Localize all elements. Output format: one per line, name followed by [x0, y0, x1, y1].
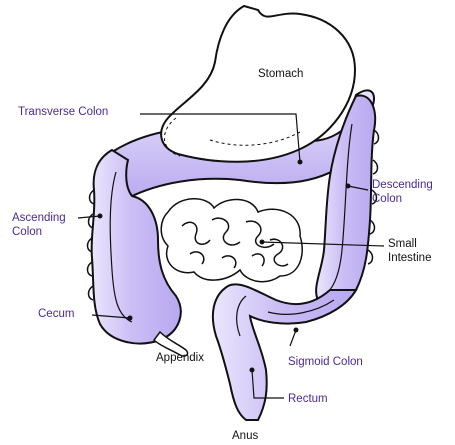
- sigmoid-colon-label: Sigmoid Colon: [288, 355, 363, 369]
- anus-label: Anus: [232, 429, 258, 443]
- descending-colon-label-line1: Descending: [372, 178, 433, 192]
- cecum-label: Cecum: [38, 307, 74, 321]
- descending-colon-label: Descending Colon: [372, 178, 433, 206]
- ascending-colon-label: Ascending Colon: [12, 211, 66, 239]
- transverse-colon-label: Transverse Colon: [18, 105, 108, 119]
- sigmoid-colon-rectum-shape: [213, 284, 356, 420]
- descending-colon-label-line2: Colon: [372, 192, 433, 206]
- sigmoid-colon-leader: [290, 330, 296, 346]
- ascending-colon-label-line2: Colon: [12, 225, 66, 239]
- small-intestine-label-line2: Intestine: [388, 251, 431, 265]
- small-intestine-label: Small Intestine: [388, 237, 431, 265]
- small-intestine-label-line1: Small: [388, 237, 431, 251]
- ascending-colon-label-line1: Ascending: [12, 211, 66, 225]
- stomach-label: Stomach: [258, 67, 303, 81]
- small-intestine-shape: [161, 199, 302, 282]
- rectum-label: Rectum: [288, 392, 328, 406]
- appendix-label: Appendix: [156, 351, 204, 365]
